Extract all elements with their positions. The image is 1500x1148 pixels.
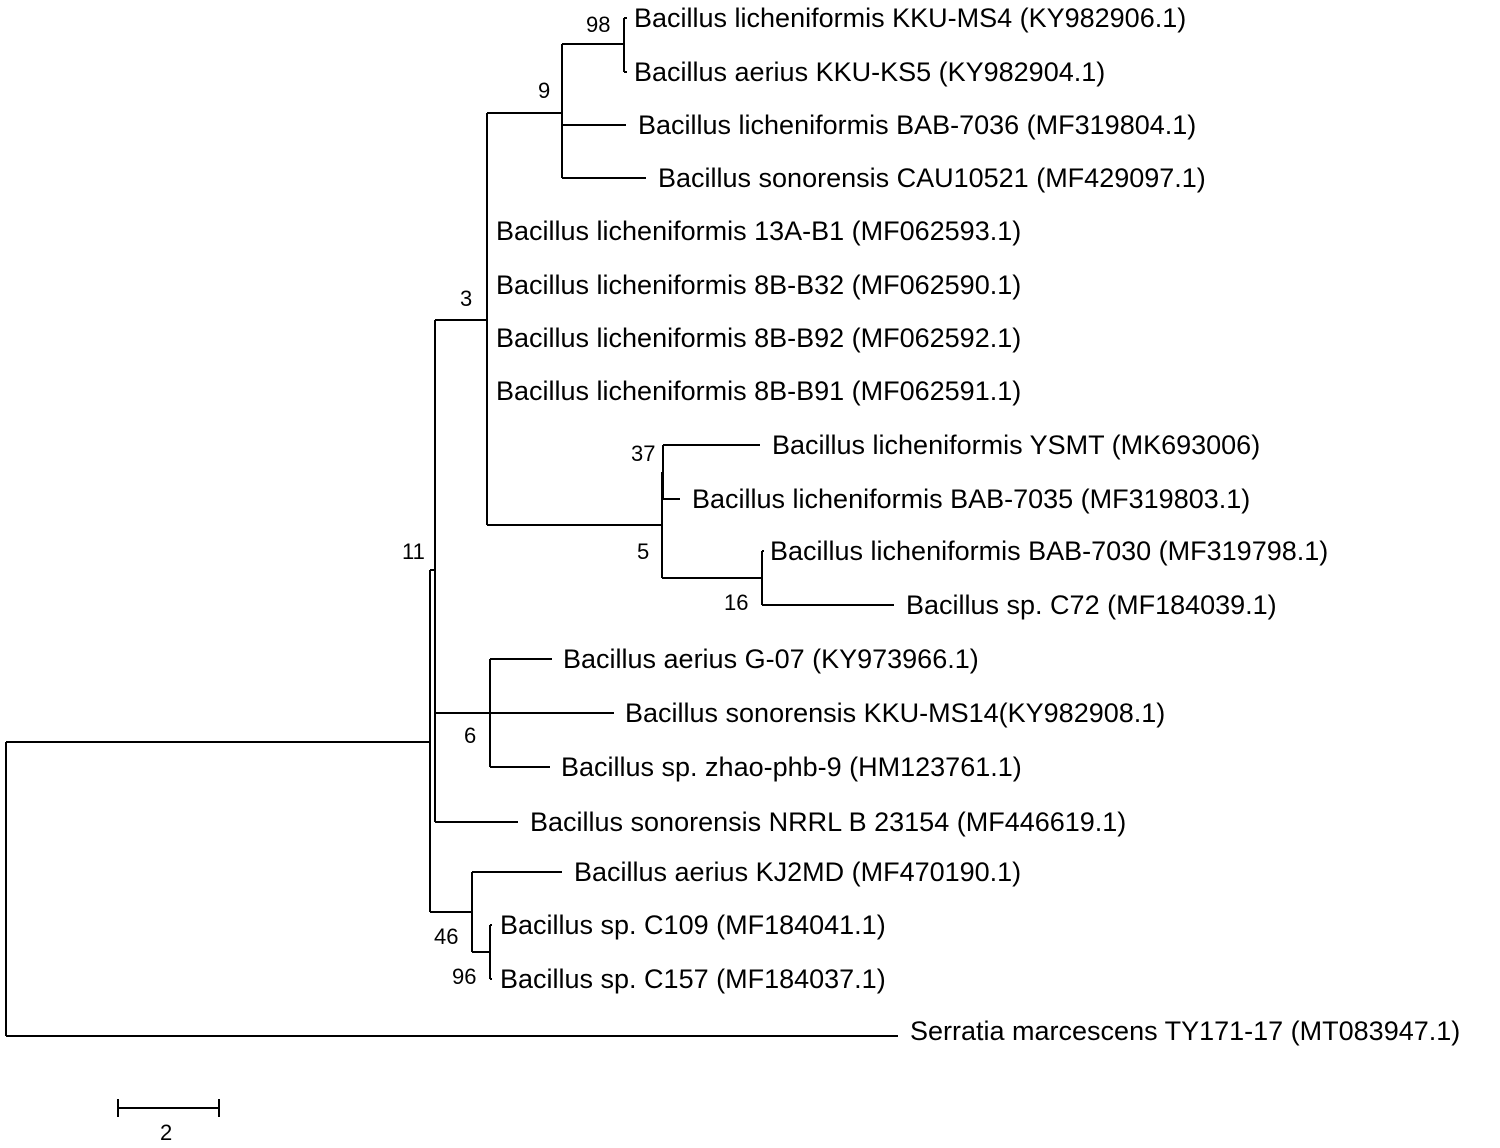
leaf-label: Bacillus sonorensis CAU10521 (MF429097.1…: [658, 163, 1206, 193]
bootstrap-value: 96: [452, 964, 476, 989]
leaf-label: Bacillus sp. C109 (MF184041.1): [500, 910, 886, 940]
leaf-label: Bacillus sonorensis NRRL B 23154 (MF4466…: [530, 807, 1126, 837]
leaf-label: Serratia marcescens TY171-17 (MT083947.1…: [910, 1016, 1460, 1046]
leaf-label: Bacillus aerius G-07 (KY973966.1): [563, 644, 979, 674]
leaf-label: Bacillus licheniformis BAB-7036 (MF31980…: [638, 110, 1196, 140]
leaf-label: Bacillus licheniformis 13A-B1 (MF062593.…: [496, 216, 1021, 246]
leaf-label: Bacillus sp. C72 (MF184039.1): [906, 590, 1277, 620]
bootstrap-value: 11: [402, 539, 425, 564]
bootstrap-value: 6: [464, 723, 476, 748]
bootstrap-value: 5: [637, 539, 649, 564]
leaf-label: Bacillus licheniformis 8B-B91 (MF062591.…: [496, 376, 1021, 406]
bootstrap-value: 37: [631, 441, 655, 466]
leaf-label: Bacillus licheniformis BAB-7030 (MF31979…: [770, 536, 1328, 566]
bootstrap-values: 98 9 3 37 5 16 11 6 46 96: [402, 12, 748, 989]
bootstrap-value: 9: [538, 78, 550, 103]
leaf-label: Bacillus sp. zhao-phb-9 (HM123761.1): [561, 752, 1022, 782]
leaf-label: Bacillus aerius KKU-KS5 (KY982904.1): [634, 57, 1105, 87]
bootstrap-value: 16: [724, 590, 748, 615]
leaf-label: Bacillus sonorensis KKU-MS14(KY982908.1): [625, 698, 1165, 728]
leaf-label: Bacillus licheniformis YSMT (MK693006): [772, 430, 1260, 460]
tree-branches: [5, 17, 898, 1037]
scale-bar-label: 2: [160, 1120, 172, 1145]
bootstrap-value: 46: [434, 924, 458, 949]
leaf-label: Bacillus licheniformis KKU-MS4 (KY982906…: [634, 3, 1186, 33]
bootstrap-value: 98: [586, 12, 610, 37]
leaf-labels: Bacillus licheniformis KKU-MS4 (KY982906…: [496, 3, 1460, 1046]
scale-bar: 2: [117, 1099, 220, 1145]
leaf-label: Bacillus licheniformis 8B-B32 (MF062590.…: [496, 270, 1021, 300]
leaf-label: Bacillus licheniformis BAB-7035 (MF31980…: [692, 484, 1250, 514]
leaf-label: Bacillus aerius KJ2MD (MF470190.1): [574, 857, 1021, 887]
bootstrap-value: 3: [460, 286, 472, 311]
leaf-label: Bacillus sp. C157 (MF184037.1): [500, 964, 886, 994]
leaf-label: Bacillus licheniformis 8B-B92 (MF062592.…: [496, 323, 1021, 353]
